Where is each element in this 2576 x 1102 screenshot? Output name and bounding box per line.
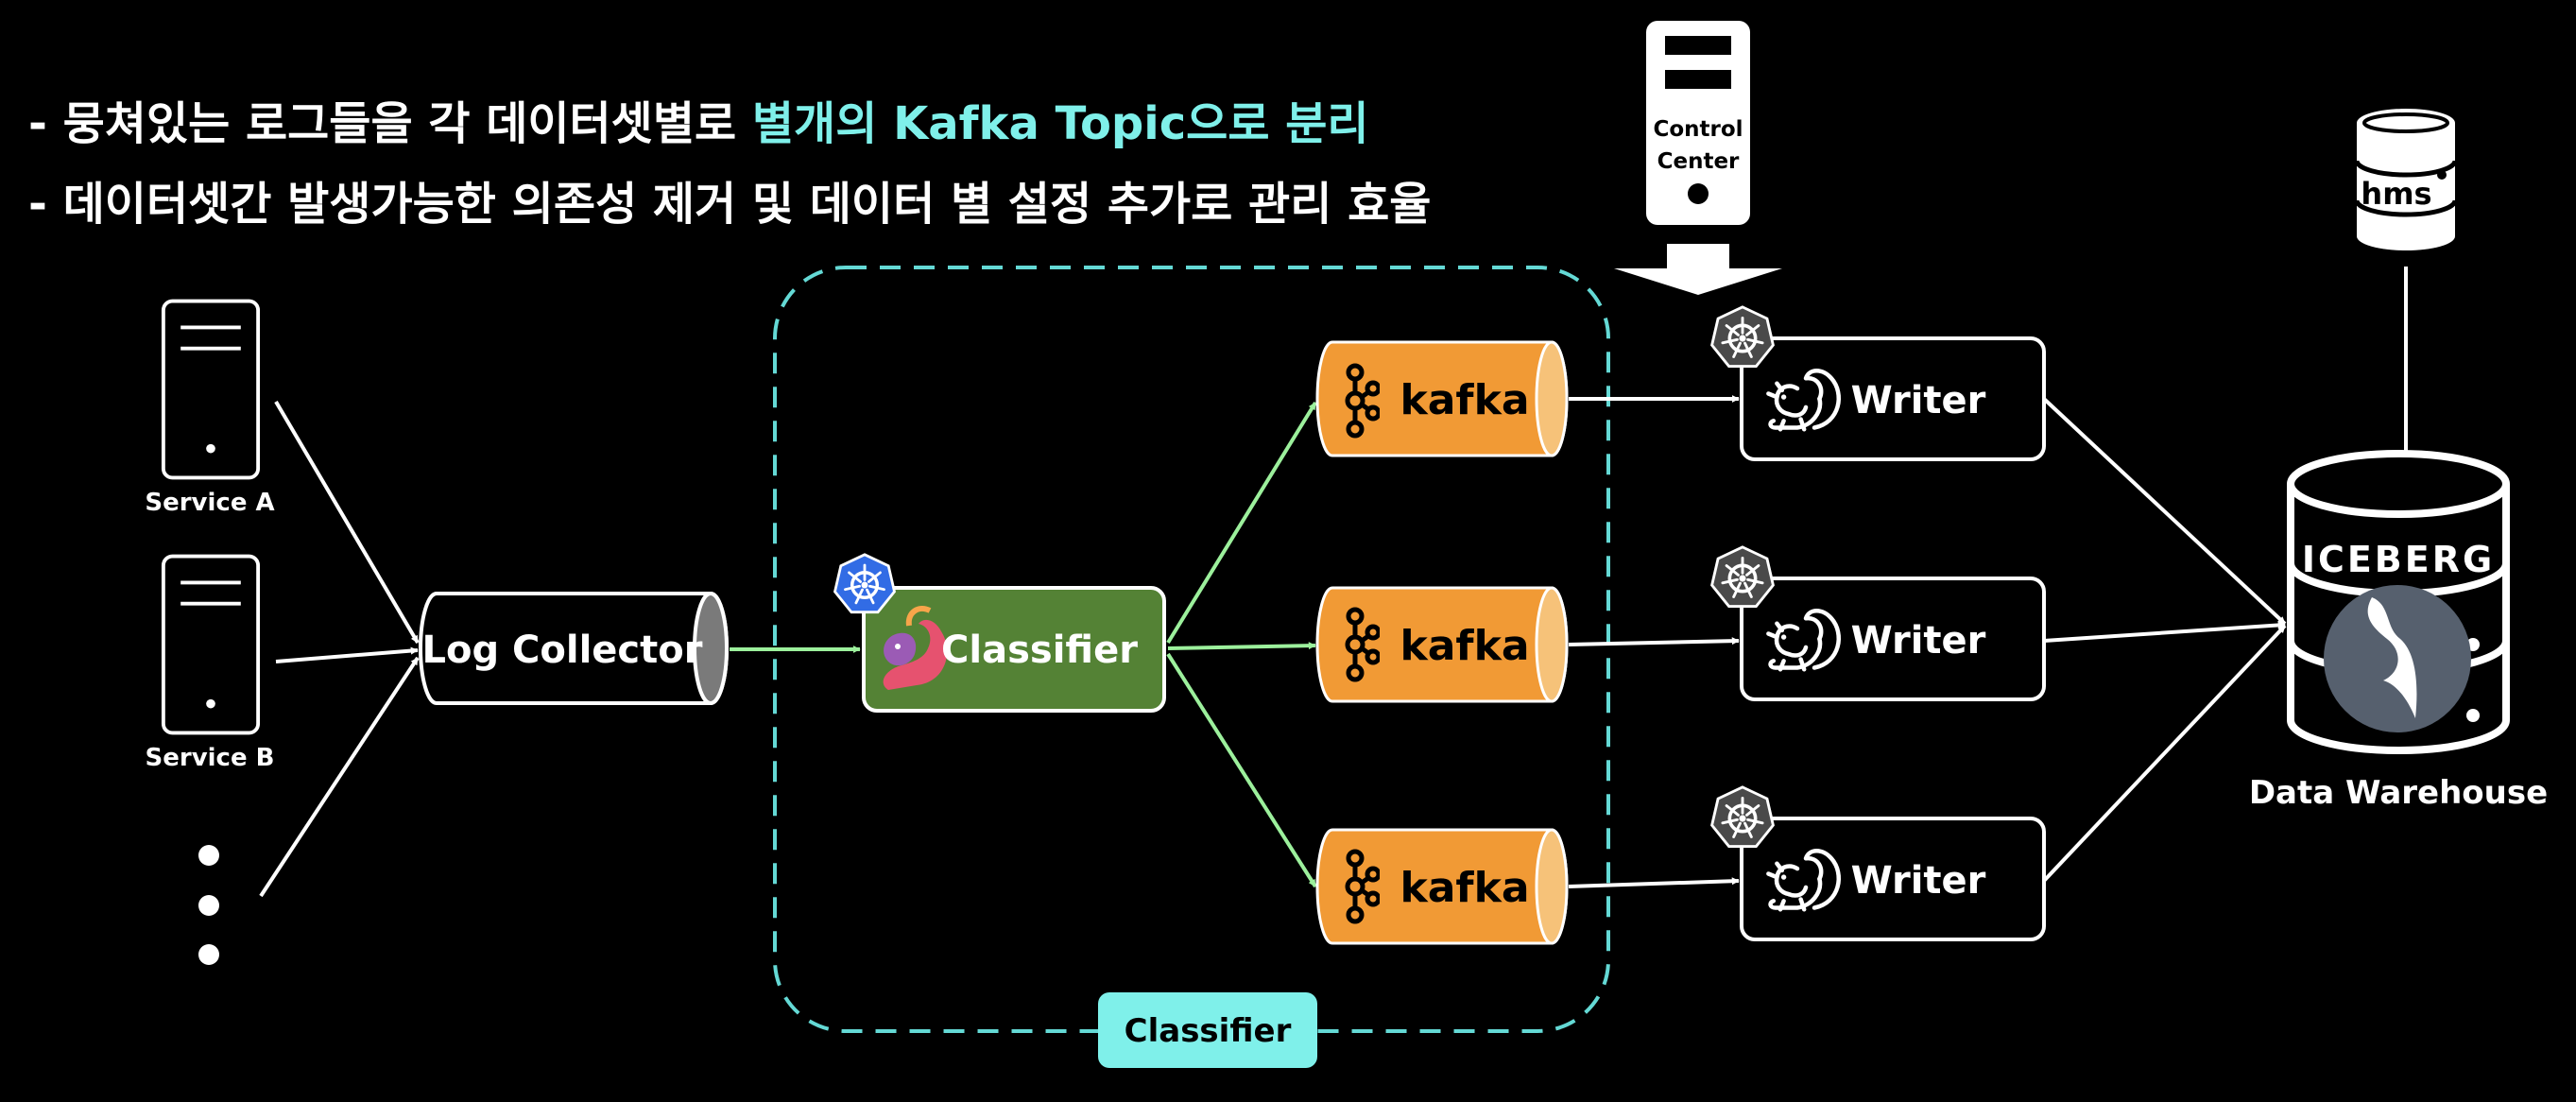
service-b: Service B [146,557,275,772]
kubernetes-icon [1712,547,1774,607]
control-center-line2: Center [1657,149,1740,174]
control-center: Control Center [1646,21,1750,225]
writer-3: Writer [1712,787,2044,939]
writer-1: Writer [1712,307,2044,459]
data-warehouse-label: Data Warehouse [2249,774,2548,812]
classifier-group-label: Classifier [1125,1012,1292,1050]
service-b-label: Service B [146,744,275,772]
kafka-label: kafka [1400,376,1529,424]
server-icon [163,301,258,478]
iceberg-icon [2324,585,2471,732]
classifier-group-badge: Classifier [1098,992,1317,1068]
kubernetes-icon [835,555,895,612]
kafka-to-writer-arrows [1569,399,1739,887]
kafka-topic-3: kafka [1317,830,1567,943]
hms-label: hms [2361,176,2431,212]
classifier-node: Classifier [864,588,1164,711]
control-center-line1: Control [1653,117,1743,142]
kafka-label: kafka [1400,622,1529,670]
server-icon [163,557,258,733]
writer-label: Writer [1851,619,1986,663]
classifier-to-kafka-arrows [1168,403,1315,887]
bullet-2: - 데이터셋간 발생가능한 의존성 제거 및 데이터 별 설정 추가로 관리 효… [28,178,1431,231]
hms-database: hms [2357,109,2455,250]
service-arrows [261,402,418,896]
log-collector: Log Collector [421,594,727,703]
writer-2: Writer [1712,547,2044,699]
kubernetes-icon [1712,787,1774,847]
service-a: Service A [145,301,274,517]
control-center-arrow [1614,244,1782,295]
kafka-topic-2: kafka [1317,588,1567,701]
more-services-ellipsis [198,845,219,965]
iceberg-label: ICEBERG [2302,539,2495,580]
bullet-2-text: - 데이터셋간 발생가능한 의존성 제거 및 데이터 별 설정 추가로 관리 효… [28,178,1431,231]
writer-label: Writer [1851,859,1986,903]
classifier-node-label: Classifier [941,628,1138,672]
kafka-topic-1: kafka [1317,342,1567,456]
log-collector-label: Log Collector [422,628,703,672]
kafka-label: kafka [1400,864,1529,912]
data-warehouse: ICEBERG Data Warehouse [2249,454,2548,812]
service-a-label: Service A [145,489,274,517]
bullet-1-prefix: - 뭉쳐있는 로그들을 각 데이터셋별로 [28,97,752,150]
writer-label: Writer [1851,379,1986,422]
bullet-1: - 뭉쳐있는 로그들을 각 데이터셋별로 별개의 Kafka Topic으로 분… [28,97,1369,150]
kubernetes-icon [1712,307,1774,367]
bullet-1-highlight: 별개의 Kafka Topic으로 분리 [752,97,1369,150]
